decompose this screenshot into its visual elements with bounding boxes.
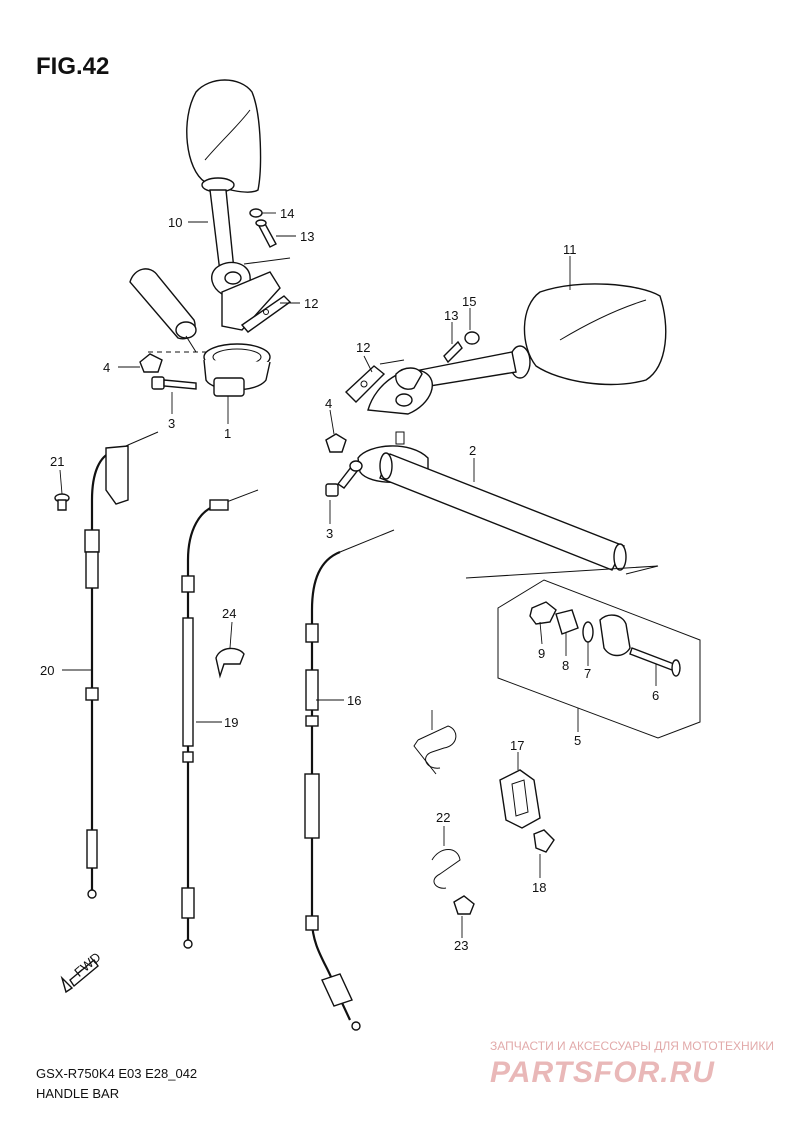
callout-10: 10 [168,215,182,230]
figure-title: FIG.42 [36,53,109,80]
balancer-weight [599,614,631,657]
callout-23: 24 [222,606,236,621]
callout-21: 22 [436,810,450,825]
mirror-washer-right [464,331,480,345]
screw-20 [54,493,70,511]
balancer-box [465,565,701,739]
clamp-bolt-left [151,376,197,390]
model-code: GSX-R750K4 E03 E28_042 [36,1066,197,1081]
callout-11: 11 [563,242,577,257]
bar-end-cap-right [325,433,347,453]
callout-9: 9 [538,646,545,661]
right-mirror [367,283,667,415]
spring-clip-21 [431,849,461,889]
callout-13-right: 13 [444,308,458,323]
callout-14-left: 14 [280,206,294,221]
callout-3-right: 3 [326,526,333,541]
callout-1: 1 [224,426,231,441]
right-handlebar [357,431,627,571]
left-mirror [186,79,291,331]
callout-3-left: 3 [168,416,175,431]
callout-4-left: 4 [103,360,110,375]
forward-arrow-icon: FWD [60,949,104,994]
mirror-plate [240,295,292,333]
bolt-17 [533,829,555,853]
callout-16: 17 [510,738,524,753]
callout-2: 2 [469,443,476,458]
callout-15: 16 [347,693,361,708]
callout-12-left: 12 [304,296,318,311]
mirror-bolt [255,219,277,248]
figure-caption: HANDLE BAR [36,1086,119,1101]
bracket-16 [499,769,541,829]
throttle-cable-19 [84,431,159,899]
mirror-bolt-right [443,340,463,364]
watermark: ЗАПЧАСТИ И АКСЕССУАРЫ ДЛЯ МОТОТЕХНИКИ PA… [490,1039,774,1089]
leader-lines [59,212,657,938]
callout-4-right: 4 [325,396,332,411]
callout-18: 19 [224,715,238,730]
callout-17: 18 [532,880,546,895]
callout-7: 7 [584,666,591,681]
callout-14-right: 15 [462,294,476,309]
callout-labels: 10 14 13 12 4 3 1 11 15 13 12 4 2 3 21 2… [40,206,659,953]
mirror-washer [249,208,263,218]
balancer-screw [629,647,681,677]
balancer-spacer [555,609,579,635]
balancer-washer [582,621,594,643]
callout-22: 23 [454,938,468,953]
left-grip-switch [129,268,271,397]
callout-20: 21 [50,454,64,469]
callout-19: 20 [40,663,54,678]
bolt-22 [453,895,475,915]
callout-6: 6 [652,688,659,703]
callout-5: 5 [574,733,581,748]
watermark-tagline: ЗАПЧАСТИ И АКСЕССУАРЫ ДЛЯ МОТОТЕХНИКИ [490,1039,774,1053]
throttle-cable-18 [181,489,259,949]
clamp-bolt-right [325,460,363,497]
bar-end-cap-left [139,353,163,373]
callout-8: 8 [562,658,569,673]
watermark-brand: PARTSFOR.RU [490,1056,715,1089]
clamp-23 [215,647,245,679]
mirror-plate-right [344,365,386,403]
callout-12-right: 12 [356,340,370,355]
callout-13-left: 13 [300,229,314,244]
spring-clip-24 [413,725,457,775]
balancer-nut [529,601,557,625]
clutch-cable-15 [304,529,395,1031]
